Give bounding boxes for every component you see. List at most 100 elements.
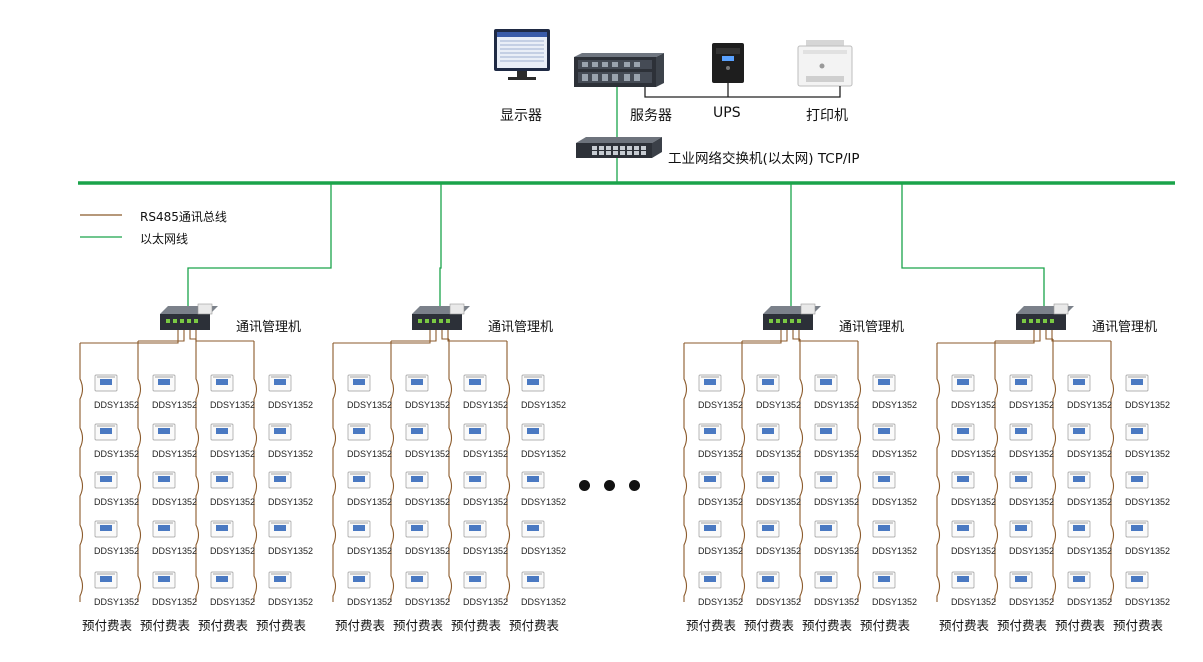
comm-manager-panel bbox=[800, 303, 816, 315]
meter-display bbox=[274, 379, 286, 385]
meter-top-strip bbox=[524, 425, 542, 427]
meter-model-label: DDSY1352 bbox=[1067, 497, 1113, 507]
comm-manager-port bbox=[446, 319, 450, 323]
rs485-column-line bbox=[1110, 341, 1115, 602]
meter-display bbox=[216, 428, 228, 434]
rs485-column-line bbox=[683, 343, 688, 602]
meter-top-strip bbox=[817, 573, 835, 575]
meter-top-strip bbox=[1128, 522, 1146, 524]
meter-top-strip bbox=[155, 522, 173, 524]
meter-top-strip bbox=[213, 473, 231, 475]
meter-model-label: DDSY1352 bbox=[405, 546, 451, 556]
meter-display bbox=[158, 428, 170, 434]
meter-model-label: DDSY1352 bbox=[1009, 597, 1055, 607]
meter-model-label: DDSY1352 bbox=[698, 497, 744, 507]
rs485-bus-line bbox=[333, 330, 431, 344]
meter-model-label: DDSY1352 bbox=[94, 597, 140, 607]
comm-manager-label: 通讯管理机 bbox=[1092, 320, 1158, 335]
meter-model-label: DDSY1352 bbox=[152, 449, 198, 459]
meter-top-strip bbox=[97, 425, 115, 427]
meter-display bbox=[820, 476, 832, 482]
meter-top-strip bbox=[954, 473, 972, 475]
meter-top-strip bbox=[1070, 573, 1088, 575]
meter-model-label: DDSY1352 bbox=[405, 449, 451, 459]
meter-display bbox=[762, 525, 774, 531]
meter-top-strip bbox=[466, 522, 484, 524]
meter-top-strip bbox=[875, 473, 893, 475]
meter-display bbox=[216, 525, 228, 531]
comm-manager-panel bbox=[197, 303, 213, 315]
rs485-column-line bbox=[994, 341, 999, 602]
meter-model-label: DDSY1352 bbox=[268, 497, 314, 507]
meter-display bbox=[878, 525, 890, 531]
meter-top-strip bbox=[155, 573, 173, 575]
meter-model-label: DDSY1352 bbox=[1067, 597, 1113, 607]
comm-manager-panel bbox=[1053, 303, 1069, 315]
meter-display bbox=[274, 576, 286, 582]
column-label: 预付费表 bbox=[802, 618, 853, 633]
meter-top-strip bbox=[701, 573, 719, 575]
meter-display bbox=[216, 576, 228, 582]
meter-model-label: DDSY1352 bbox=[152, 400, 198, 410]
meter-display bbox=[1073, 576, 1085, 582]
meter-model-label: DDSY1352 bbox=[756, 497, 802, 507]
meter-display bbox=[469, 576, 481, 582]
rs485-bus-line bbox=[684, 330, 782, 344]
meter-top-strip bbox=[1012, 376, 1030, 378]
rs485-bus-line bbox=[792, 330, 800, 340]
meter-display bbox=[820, 525, 832, 531]
meter-top-strip bbox=[466, 376, 484, 378]
meter-top-strip bbox=[97, 522, 115, 524]
meter-model-label: DDSY1352 bbox=[814, 497, 860, 507]
meter-top-strip bbox=[1012, 425, 1030, 427]
meter-display bbox=[100, 476, 112, 482]
meter-top-strip bbox=[875, 425, 893, 427]
meter-top-strip bbox=[759, 573, 777, 575]
meter-model-label: DDSY1352 bbox=[951, 597, 997, 607]
meter-display bbox=[1131, 576, 1143, 582]
meter-display bbox=[878, 576, 890, 582]
meter-display bbox=[762, 428, 774, 434]
meter-top-strip bbox=[155, 473, 173, 475]
comm-manager-port bbox=[194, 319, 198, 323]
comm-manager-port bbox=[790, 319, 794, 323]
meter-display bbox=[411, 379, 423, 385]
meter-display bbox=[704, 576, 716, 582]
meter-display bbox=[1073, 476, 1085, 482]
meter-model-label: DDSY1352 bbox=[756, 546, 802, 556]
meter-model-label: DDSY1352 bbox=[405, 597, 451, 607]
meter-model-label: DDSY1352 bbox=[94, 449, 140, 459]
meter-model-label: DDSY1352 bbox=[152, 546, 198, 556]
legend-ethernet-label: 以太网线 bbox=[140, 232, 189, 246]
meter-display bbox=[1131, 379, 1143, 385]
meter-top-strip bbox=[954, 522, 972, 524]
meter-top-strip bbox=[213, 573, 231, 575]
meter-model-label: DDSY1352 bbox=[463, 546, 509, 556]
comm-manager-port bbox=[180, 319, 184, 323]
meter-model-label: DDSY1352 bbox=[1009, 400, 1055, 410]
rs485-column-line bbox=[936, 343, 941, 602]
column-label: 预付费表 bbox=[939, 618, 990, 633]
ups-label: UPS bbox=[713, 105, 741, 121]
meter-top-strip bbox=[1012, 473, 1030, 475]
comm-manager-port bbox=[797, 319, 801, 323]
meter-model-label: DDSY1352 bbox=[463, 400, 509, 410]
meter-display bbox=[762, 379, 774, 385]
meter-model-label: DDSY1352 bbox=[1009, 546, 1055, 556]
meter-model-label: DDSY1352 bbox=[268, 400, 314, 410]
meter-display bbox=[100, 525, 112, 531]
meter-top-strip bbox=[155, 425, 173, 427]
meter-top-strip bbox=[524, 522, 542, 524]
meter-model-label: DDSY1352 bbox=[210, 497, 256, 507]
switch-icon bbox=[576, 137, 662, 158]
monitor-icon bbox=[494, 29, 550, 80]
meter-model-label: DDSY1352 bbox=[951, 400, 997, 410]
meter-display bbox=[469, 476, 481, 482]
column-label: 预付费表 bbox=[1113, 618, 1164, 633]
meter-display bbox=[1015, 576, 1027, 582]
rs485-bus-line bbox=[798, 330, 858, 342]
comm-manager-port bbox=[432, 319, 436, 323]
meter-top-strip bbox=[271, 573, 289, 575]
meter-display bbox=[274, 476, 286, 482]
meter-model-label: DDSY1352 bbox=[698, 546, 744, 556]
